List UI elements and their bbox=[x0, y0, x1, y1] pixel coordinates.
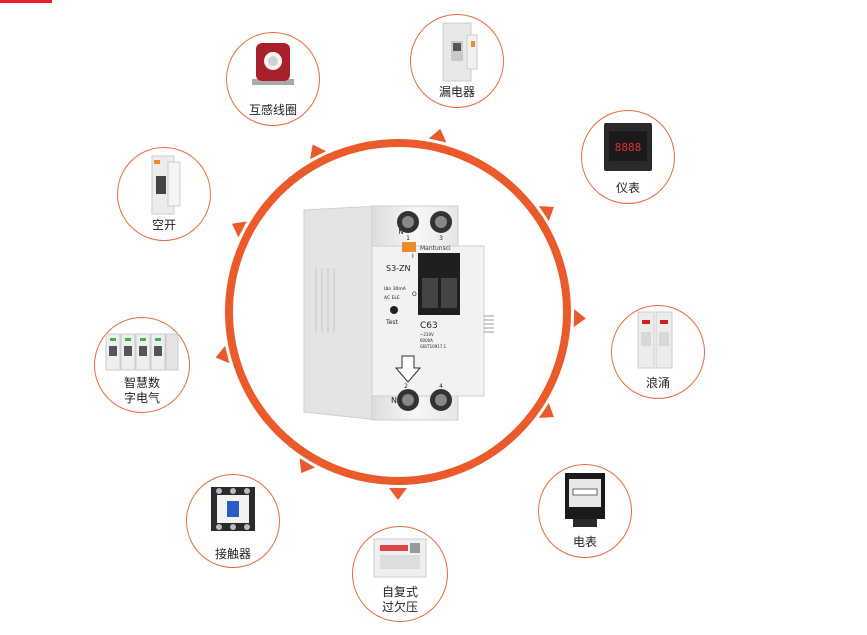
ring-arrow bbox=[389, 488, 407, 500]
device-node-contactor[interactable]: 接触器 bbox=[186, 474, 280, 568]
device-node-spd[interactable]: 浪涌 bbox=[611, 305, 705, 399]
pole-top-1: 1 bbox=[406, 235, 410, 242]
device-node-ct[interactable]: 互感线圈 bbox=[226, 32, 320, 126]
device-node-rcd[interactable]: 漏电器 bbox=[410, 14, 504, 108]
rating: C63 bbox=[420, 321, 438, 331]
contactor-icon bbox=[211, 487, 255, 531]
device-label-meter: 仪表 bbox=[615, 181, 640, 195]
device-label-smart: 智慧数字电气 bbox=[123, 376, 160, 405]
voltage: ~230V bbox=[420, 332, 434, 337]
svg-text:8888: 8888 bbox=[615, 141, 642, 154]
smart-breaker-product: N 1 3 Mantunsci S3-ZN I O IΔn 30mA AC EL… bbox=[303, 205, 494, 421]
device-node-air[interactable]: 空开 bbox=[117, 147, 211, 241]
surge-protector-icon bbox=[637, 311, 673, 369]
smart-breaker-icon bbox=[105, 333, 179, 371]
device-label-ovp: 自复式过欠压 bbox=[381, 585, 418, 614]
device-node-ovp[interactable]: 自复式过欠压 bbox=[352, 526, 448, 622]
standard: GB/T10917.1 bbox=[420, 344, 447, 349]
mcb-icon bbox=[151, 155, 181, 215]
device-node-smart[interactable]: 智慧数字电气 bbox=[94, 317, 190, 413]
ring-arrow bbox=[299, 458, 316, 474]
pole-bottom-2: 2 bbox=[404, 383, 408, 390]
device-label-emeter: 电表 bbox=[572, 535, 597, 549]
residual-current-device-icon bbox=[442, 22, 478, 82]
type-text: AC ELE bbox=[384, 295, 400, 301]
sensitivity: IΔn 30mA bbox=[384, 286, 407, 292]
ring-arrow bbox=[573, 309, 586, 328]
ring-arrow bbox=[538, 402, 554, 418]
pole-bottom-n: N bbox=[391, 396, 397, 405]
ring-circle bbox=[225, 139, 571, 485]
switch-i: I bbox=[412, 253, 414, 260]
ring-arrow bbox=[538, 206, 554, 222]
current-transformer-icon bbox=[252, 43, 294, 85]
breaker-brand: Mantunsci bbox=[420, 245, 451, 252]
pole-top-left: N bbox=[398, 228, 403, 236]
pole-bottom-4: 4 bbox=[439, 383, 443, 390]
device-label-spd: 浪涌 bbox=[645, 376, 670, 390]
device-node-emeter[interactable]: 电表 bbox=[538, 464, 632, 558]
switch-o: O bbox=[412, 291, 417, 298]
device-label-air: 空开 bbox=[151, 218, 176, 232]
breaking-capacity: 6000A bbox=[420, 338, 433, 343]
energy-meter-icon bbox=[565, 473, 605, 527]
test-label: Test bbox=[385, 319, 398, 326]
device-label-contactor: 接触器 bbox=[214, 547, 251, 561]
device-node-meter[interactable]: 8888 仪表 bbox=[581, 110, 675, 204]
ring-arrow bbox=[310, 144, 327, 160]
breaker-model: S3-ZN bbox=[386, 264, 411, 273]
ring-arrow bbox=[215, 345, 230, 364]
pole-top-3: 3 bbox=[439, 235, 443, 242]
voltage-protector-icon bbox=[373, 538, 427, 578]
device-label-rcd: 漏电器 bbox=[438, 85, 475, 99]
panel-meter-icon: 8888 bbox=[604, 123, 652, 171]
accent-bar bbox=[0, 0, 52, 3]
device-label-ct: 互感线圈 bbox=[248, 103, 297, 117]
ring-arrow bbox=[428, 128, 447, 143]
ring-arrow bbox=[232, 221, 247, 238]
